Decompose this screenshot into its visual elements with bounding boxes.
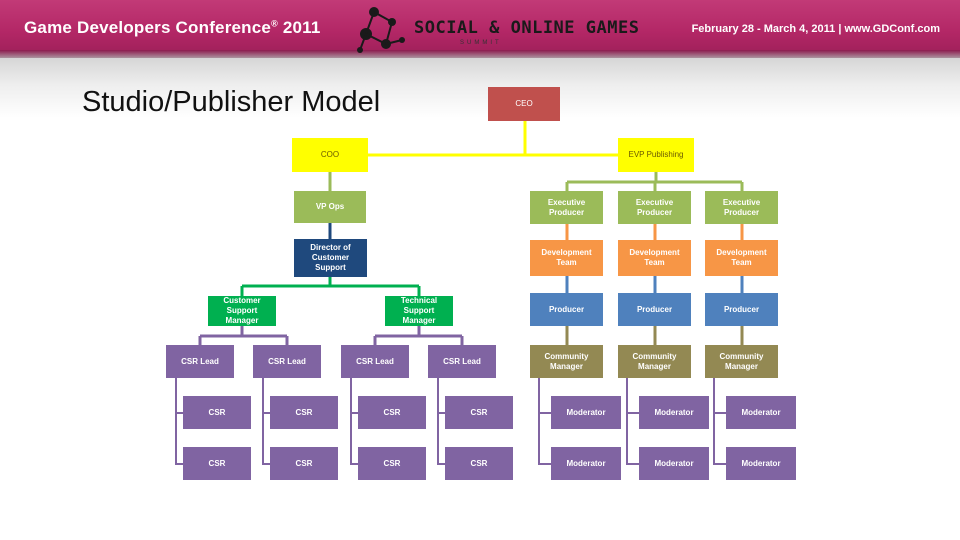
node-csr-lead-1: CSR Lead — [166, 345, 234, 378]
node-csr: CSR — [270, 396, 338, 429]
node-moderator: Moderator — [551, 396, 621, 429]
node-moderator: Moderator — [551, 447, 621, 480]
logo-text: SOCIAL & ONLINE GAMES — [414, 18, 640, 38]
node-director-customer-support: Director of Customer Support — [294, 239, 367, 277]
node-executive-producer-1: Executive Producer — [530, 191, 603, 224]
node-csr: CSR — [183, 396, 251, 429]
node-executive-producer-3: Executive Producer — [705, 191, 778, 224]
logo-subtext: SUMMIT — [460, 40, 502, 46]
node-csr: CSR — [183, 447, 251, 480]
node-technical-support-manager: Technical Support Manager — [385, 296, 453, 326]
connector-cm-moderator — [626, 378, 639, 465]
connector-lead-csr — [175, 378, 183, 465]
slide-title: Studio/Publisher Model — [82, 86, 381, 118]
banner-texture — [0, 58, 960, 118]
node-executive-producer-2: Executive Producer — [618, 191, 691, 224]
node-ceo: CEO — [488, 87, 560, 121]
node-csr-lead-2: CSR Lead — [253, 345, 321, 378]
node-csr: CSR — [358, 447, 426, 480]
node-development-team-3: Development Team — [705, 240, 778, 276]
conference-dates: February 28 - March 4, 2011 | www.GDConf… — [691, 23, 940, 35]
node-development-team-2: Development Team — [618, 240, 691, 276]
registered-mark: ® — [271, 18, 278, 29]
node-csr: CSR — [358, 396, 426, 429]
node-moderator: Moderator — [726, 396, 796, 429]
node-producer-2: Producer — [618, 293, 691, 326]
connector-lead-csr — [350, 378, 358, 465]
node-development-team-1: Development Team — [530, 240, 603, 276]
node-moderator: Moderator — [639, 396, 709, 429]
node-coo: COO — [292, 138, 368, 172]
node-customer-support-manager: Customer Support Manager — [208, 296, 276, 326]
node-vp-ops: VP Ops — [294, 191, 366, 223]
summit-logo: SOCIAL & ONLINE GAMES SUMMIT — [352, 0, 639, 58]
banner-shadow — [0, 50, 960, 60]
node-community-manager-3: Community Manager — [705, 345, 778, 378]
node-moderator: Moderator — [726, 447, 796, 480]
node-csr: CSR — [445, 447, 513, 480]
conference-banner — [0, 0, 960, 58]
node-community-manager-1: Community Manager — [530, 345, 603, 378]
node-csr-lead-4: CSR Lead — [428, 345, 496, 378]
conference-title: Game Developers Conference® 2011 — [24, 18, 321, 38]
conference-year: 2011 — [277, 18, 321, 37]
node-moderator: Moderator — [639, 447, 709, 480]
conference-name: Game Developers Conference — [24, 18, 272, 37]
connector-cm-moderator — [713, 378, 726, 465]
node-csr: CSR — [445, 396, 513, 429]
connector-lead-csr — [437, 378, 445, 465]
node-csr: CSR — [270, 447, 338, 480]
node-csr-lead-3: CSR Lead — [341, 345, 409, 378]
node-producer-3: Producer — [705, 293, 778, 326]
molecule-logo-icon — [357, 7, 405, 53]
node-evp-publishing: EVP Publishing — [618, 138, 694, 172]
node-community-manager-2: Community Manager — [618, 345, 691, 378]
node-producer-1: Producer — [530, 293, 603, 326]
connector-lead-csr — [262, 378, 270, 465]
connector-cm-moderator — [538, 378, 551, 465]
